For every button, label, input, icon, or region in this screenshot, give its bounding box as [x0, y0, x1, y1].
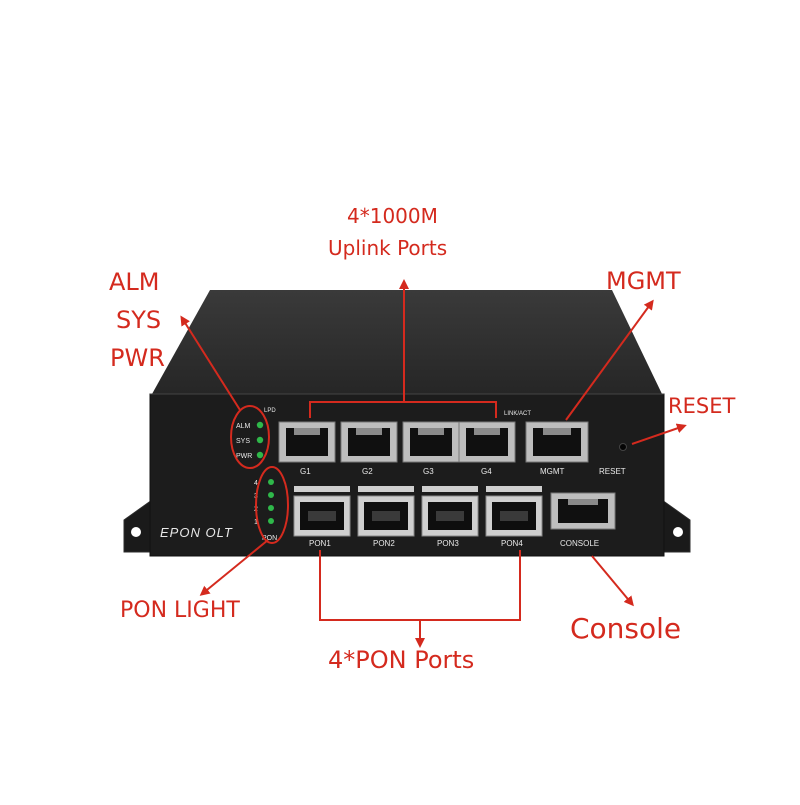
- pon-led-number-1: 1: [254, 519, 258, 526]
- uplink-port-group: G1 G2 G3 G4: [278, 421, 516, 476]
- alm-callout: ALM: [109, 268, 160, 296]
- led-alm: [256, 421, 264, 429]
- pon-port-label-1: PON1: [309, 539, 331, 548]
- mgmt-callout: MGMT: [606, 267, 681, 295]
- led-sys: [256, 436, 264, 444]
- console-callout: Console: [570, 612, 682, 645]
- sys-callout: SYS: [116, 306, 162, 334]
- port-label-g1: G1: [300, 467, 311, 476]
- port-label-g2: G2: [362, 467, 373, 476]
- reset-port-label: RESET: [599, 467, 626, 476]
- pon-light-callout: PON LIGHT: [120, 598, 240, 623]
- lpd-label: LPD: [264, 408, 276, 414]
- mounting-ear-right: [661, 499, 691, 553]
- console-port-label: CONSOLE: [560, 539, 599, 548]
- uplink-port-g4: G4: [458, 421, 516, 476]
- led-label-pwr: PWR: [236, 453, 252, 460]
- pon-led-number-4: 4: [254, 480, 258, 487]
- status-leds: LPD ALM SYS PWR: [236, 408, 276, 460]
- pon-led-oval: [255, 466, 289, 544]
- pon-ports-bracket: [319, 550, 521, 621]
- pon-port-1: PON1: [293, 486, 351, 548]
- mgmt-port: MGMT: [525, 421, 589, 476]
- mounting-ear-left: [123, 499, 153, 553]
- pon-port-label-2: PON2: [373, 539, 395, 548]
- chassis-top: [152, 290, 662, 394]
- console-port: CONSOLE: [550, 492, 616, 548]
- reset-arrow: [631, 423, 687, 445]
- led-label-alm: ALM: [236, 423, 251, 430]
- mgmt-port-label: MGMT: [540, 467, 565, 476]
- uplink-callout-line2: Uplink Ports: [328, 236, 448, 260]
- port-label-g3: G3: [423, 467, 434, 476]
- led-pwr: [256, 451, 264, 459]
- pon-port-3: PON3: [421, 486, 479, 548]
- uplink-port-g3: G3: [402, 421, 460, 476]
- pon-port-4: PON4: [485, 486, 543, 548]
- mgmt-arrow: [565, 299, 654, 421]
- port-label-g4: G4: [481, 467, 492, 476]
- brand-label: EPON OLT: [160, 525, 233, 540]
- led-label-sys: SYS: [236, 438, 250, 445]
- status-led-arrow: [180, 315, 241, 411]
- pon-port-label-4: PON4: [501, 539, 523, 548]
- reset-callout: RESET: [668, 394, 736, 418]
- pon-ports-callout: 4*PON Ports: [328, 646, 475, 674]
- pon-port-label-3: PON3: [437, 539, 459, 548]
- pon-led-title: PON: [262, 535, 277, 542]
- status-led-oval: [230, 405, 270, 469]
- pon-port-group: PON1 PON2 PON3 PON4: [293, 486, 543, 548]
- uplink-callout-line1: 4*1000M: [347, 204, 438, 228]
- pon-port-2: PON2: [357, 486, 415, 548]
- pwr-callout: PWR: [110, 344, 165, 372]
- console-arrow: [591, 555, 634, 607]
- pon-light-arrow: [199, 539, 269, 596]
- uplink-port-g1: G1: [278, 421, 336, 476]
- reset-button: RESET: [599, 443, 627, 476]
- uplink-port-g2: G2: [340, 421, 398, 476]
- callout-graphics: [180, 279, 687, 648]
- link-act-label: LINK/ACT: [504, 411, 531, 417]
